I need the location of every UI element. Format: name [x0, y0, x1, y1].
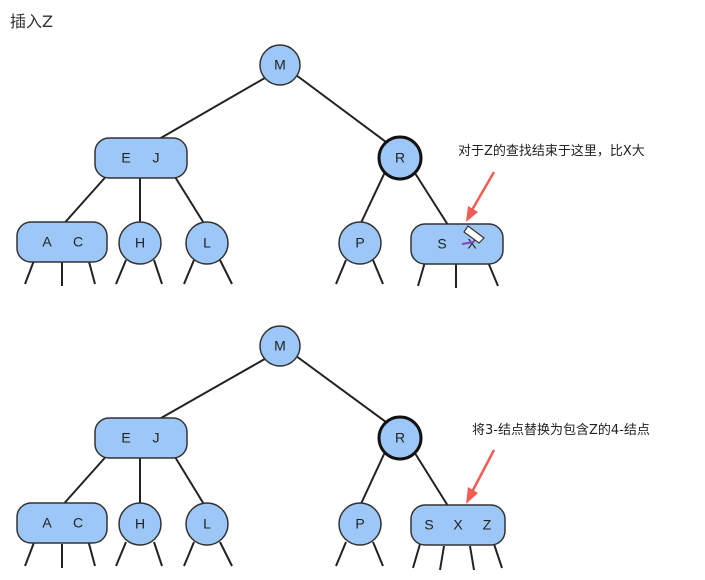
edge-r-sx: [412, 169, 449, 226]
node-sx-key-1: S: [437, 236, 446, 252]
node-sxz-key-3: Z: [483, 517, 492, 533]
arrow-bottom: [466, 449, 496, 504]
edge-m-r: [291, 71, 391, 146]
node-ej: E J: [94, 137, 188, 179]
node-m-key-2: M: [274, 338, 286, 354]
arrow-top: [466, 171, 496, 222]
edge-m-r-2: [291, 352, 391, 426]
node-l-key-2: L: [203, 516, 211, 532]
node-ac-key-2: C: [73, 234, 83, 250]
node-ej-2: E J: [94, 417, 188, 459]
node-h-key-2: H: [135, 516, 145, 532]
annotation-bottom: 将3-结点替换为包含Z的4-结点: [472, 422, 650, 438]
node-l-key: L: [203, 235, 211, 251]
node-p-2: P: [338, 502, 382, 546]
node-r-2: R: [377, 415, 423, 461]
node-ej-key-1-2: E: [121, 430, 130, 446]
node-ej-key-2-2: J: [153, 430, 160, 446]
edge-r-p-2: [359, 451, 386, 507]
pointer-cursor-icon: [461, 225, 485, 245]
tree-diagram-bottom: M E J R A C H L P S X: [16, 325, 650, 571]
node-ej-key-2: J: [153, 150, 160, 166]
node-sxz-key-1: S: [424, 517, 433, 533]
node-sxz: S X Z: [410, 504, 506, 546]
edge-ej-l-2: [171, 451, 206, 507]
node-ac-key-2-2: C: [73, 515, 83, 531]
node-sxz-key-2: X: [453, 517, 463, 533]
node-r: R: [377, 135, 423, 181]
edge-r-sxz-2: [412, 449, 449, 507]
node-l-2: L: [185, 502, 229, 546]
node-sx: S X: [410, 223, 504, 265]
node-h-2: H: [118, 502, 162, 546]
node-h: H: [118, 221, 162, 265]
node-m: M: [259, 44, 301, 86]
node-h-key: H: [135, 235, 145, 251]
node-ej-key-1: E: [121, 150, 130, 166]
node-p-key-2: P: [355, 516, 364, 532]
node-ac-key-1: A: [42, 234, 52, 250]
leaf-stubs-2: [24, 539, 503, 571]
node-sx-key-2: X: [467, 236, 477, 252]
node-r-key: R: [395, 150, 405, 166]
node-p-key: P: [355, 235, 364, 251]
annotation-top: 对于Z的查找结束于这里，比X大: [458, 143, 645, 159]
node-ac-key-1-2: A: [42, 515, 52, 531]
edge-ej-ac-2: [59, 451, 111, 509]
node-m-key: M: [274, 57, 286, 73]
node-l: L: [185, 221, 229, 265]
edge-ej-l: [171, 171, 206, 226]
node-ac-2: A C: [16, 502, 108, 544]
leaf-stubs: [24, 257, 499, 288]
page-title: 插入Z: [10, 12, 53, 31]
node-m-2: M: [259, 325, 301, 367]
edge-r-p: [359, 171, 386, 226]
tree-diagram-top: M E J R A C H L P S X: [16, 44, 645, 288]
node-p: P: [338, 221, 382, 265]
node-r-key-2: R: [395, 430, 405, 446]
node-ac: A C: [16, 221, 108, 263]
edge-ej-ac: [59, 171, 111, 229]
